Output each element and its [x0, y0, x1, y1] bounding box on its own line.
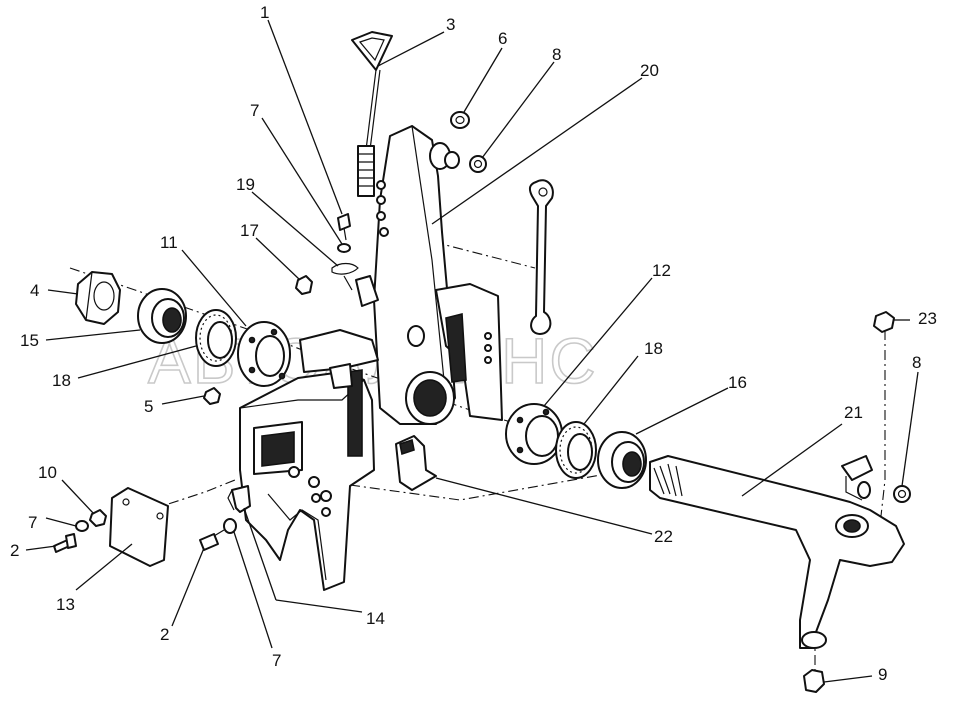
callout-15: 15 — [20, 331, 39, 350]
nut-9-part — [803, 669, 825, 693]
callout-7-left: 7 — [28, 513, 37, 532]
bolt-1-part — [337, 213, 351, 241]
callout-7: 7 — [250, 101, 259, 120]
nut-8-top-part — [469, 155, 487, 173]
callout-2-center: 2 — [160, 625, 169, 644]
callout-3: 3 — [446, 15, 455, 34]
callout-13: 13 — [56, 595, 75, 614]
callout-19: 19 — [236, 175, 255, 194]
nut-8-right-part — [893, 485, 911, 503]
seal-left-part — [137, 288, 187, 344]
callout-labels: 1 3 6 8 20 7 19 17 11 4 15 18 5 12 18 16… — [10, 3, 937, 684]
lever-housing-part — [355, 125, 503, 425]
bolt-2-center-part — [199, 529, 225, 551]
callout-9: 9 — [878, 665, 887, 684]
callout-16: 16 — [728, 373, 747, 392]
thrust-washer-left-part — [195, 309, 237, 367]
callout-6: 6 — [498, 29, 507, 48]
callout-18-left: 18 — [52, 371, 71, 390]
callout-8-right: 8 — [912, 353, 921, 372]
callout-14: 14 — [366, 609, 385, 628]
cover-plate-part — [109, 487, 169, 567]
lift-shaft-part — [649, 455, 905, 649]
bearing-left-part — [237, 321, 291, 387]
callout-12: 12 — [652, 261, 671, 280]
callout-23: 23 — [918, 309, 937, 328]
bolt-2-left-part — [53, 533, 77, 553]
callout-17: 17 — [240, 221, 259, 240]
bearing-right-part — [505, 403, 563, 465]
washer-6-part — [450, 111, 470, 129]
spring-clip-19-part — [331, 262, 359, 291]
washer-7-top-part — [337, 243, 351, 253]
callout-7-bottom: 7 — [272, 651, 281, 670]
seal-right-part — [597, 431, 647, 489]
support-bracket-part — [395, 435, 437, 491]
washer-7-center-part — [223, 518, 237, 534]
callout-21: 21 — [844, 403, 863, 422]
callout-18-right: 18 — [644, 339, 663, 358]
clip-plate-part — [227, 485, 251, 513]
leader-lines — [25, 19, 919, 683]
callout-11: 11 — [160, 233, 178, 252]
callout-2-left: 2 — [10, 541, 19, 560]
callout-20: 20 — [640, 61, 659, 80]
callout-1: 1 — [260, 3, 269, 22]
nut-23-part — [873, 311, 895, 333]
callout-5: 5 — [144, 397, 153, 416]
gearbox-bracket-part — [239, 329, 379, 591]
callout-22: 22 — [654, 527, 673, 546]
callout-10: 10 — [38, 463, 57, 482]
nut-part — [75, 271, 121, 325]
wrench-part — [528, 179, 554, 335]
thrust-washer-right-part — [555, 421, 597, 479]
washer-7-left-part — [75, 520, 89, 532]
nut-17-part — [295, 275, 313, 295]
dipstick-part — [351, 31, 393, 197]
callout-4: 4 — [30, 281, 39, 300]
nut-5-part — [203, 387, 221, 405]
callout-8: 8 — [552, 45, 561, 64]
